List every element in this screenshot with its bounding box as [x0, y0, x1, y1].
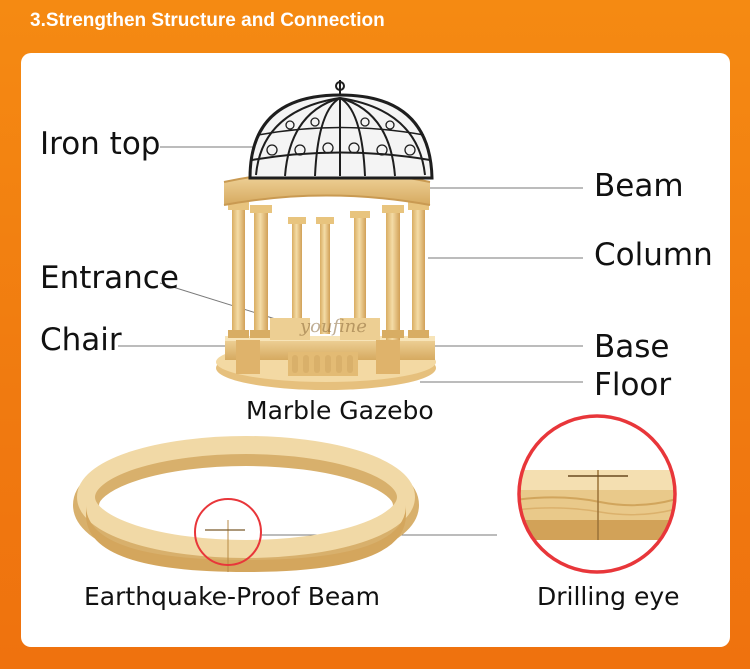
label-beam: Beam: [594, 168, 684, 204]
earthquake-beam-ring: [73, 436, 419, 572]
label-earthquake-proof-beam: Earthquake-Proof Beam: [84, 582, 380, 611]
label-base: Base: [594, 329, 670, 365]
iron-dome: [248, 80, 434, 180]
label-drilling-eye: Drilling eye: [537, 582, 680, 611]
drilling-eye-zoom: [517, 414, 677, 574]
label-entrance: Entrance: [40, 260, 179, 296]
label-floor: Floor: [594, 367, 672, 403]
label-chair: Chair: [40, 322, 122, 358]
gazebo-chair: [270, 318, 380, 340]
label-marble-gazebo: Marble Gazebo: [246, 396, 434, 425]
watermark-logo: youfine: [299, 316, 367, 337]
label-iron-top: Iron top: [40, 126, 161, 162]
highlight-circle: [194, 498, 262, 566]
gazebo-columns: [228, 202, 429, 340]
section-title: 3.Strengthen Structure and Connection: [30, 10, 385, 31]
label-column: Column: [594, 237, 713, 273]
